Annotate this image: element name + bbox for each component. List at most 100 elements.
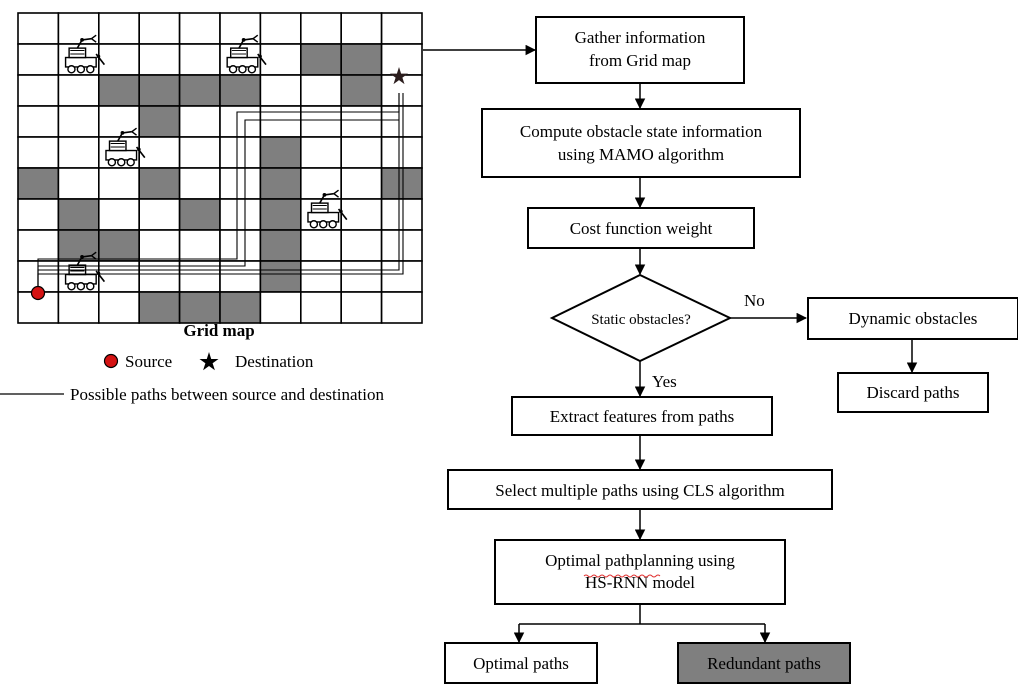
gather-line-1: Gather information <box>575 28 706 47</box>
grid-cell <box>380 229 423 262</box>
grid-cell <box>57 167 100 200</box>
grid-cell <box>259 105 302 138</box>
grid-cell <box>17 12 60 45</box>
grid-cell <box>259 12 302 45</box>
grid-cell <box>340 229 383 262</box>
discard-label: Discard paths <box>866 383 959 402</box>
grid-cell <box>17 43 60 76</box>
grid-cell <box>178 43 221 76</box>
grid-cell <box>340 136 383 169</box>
no-label: No <box>744 291 765 310</box>
grid-cell <box>98 291 141 324</box>
grid-cell <box>299 74 342 107</box>
grid-cell <box>340 105 383 138</box>
grid-cell <box>178 229 221 262</box>
grid-cell-obstacle <box>178 198 221 231</box>
grid-cell <box>178 105 221 138</box>
optimal-paths-box <box>444 642 598 684</box>
grid-cell <box>98 12 141 45</box>
extract-label: Extract features from paths <box>550 407 735 426</box>
grid-cell <box>299 229 342 262</box>
grid-cell <box>259 43 302 76</box>
grid-cell <box>57 105 100 138</box>
grid-cell <box>299 260 342 293</box>
grid-cell <box>219 105 262 138</box>
grid-cell <box>340 198 383 231</box>
flowchart <box>423 16 1018 684</box>
redundant-paths-box <box>677 642 851 684</box>
decision-label: Static obstacles? <box>591 312 691 328</box>
grid-cell <box>138 229 181 262</box>
grid-cell <box>178 12 221 45</box>
grid-cell-obstacle <box>259 198 302 231</box>
gather-box <box>535 16 745 84</box>
grid-cell <box>340 260 383 293</box>
grid-cell-obstacle <box>178 74 221 107</box>
grid-cell <box>380 198 423 231</box>
grid-cell <box>17 198 60 231</box>
grid-cell-obstacle <box>340 74 383 107</box>
grid-cell <box>299 12 342 45</box>
legend-paths-label: Possible paths between source and destin… <box>70 385 384 404</box>
grid-cell <box>259 74 302 107</box>
grid-cell <box>259 291 302 324</box>
grid-cell <box>380 136 423 169</box>
grid-cell <box>219 229 262 262</box>
grid-cell-obstacle <box>17 167 60 200</box>
dynamic-box <box>807 297 1018 340</box>
discard-box <box>837 372 989 413</box>
legend-source-label: Source <box>125 352 172 371</box>
grid-cell <box>98 43 141 76</box>
planning-line-1: Optimal pathplanning using <box>545 551 735 570</box>
grid-cell <box>17 105 60 138</box>
grid-cell <box>138 43 181 76</box>
grid-cell <box>340 167 383 200</box>
grid-cell-obstacle <box>138 105 181 138</box>
yes-label: Yes <box>652 372 677 391</box>
grid-cell-obstacle <box>340 43 383 76</box>
grid-cell <box>380 291 423 324</box>
redundant-paths-label: Redundant paths <box>707 654 821 673</box>
grid-cell-obstacle <box>138 291 181 324</box>
grid-cell <box>178 136 221 169</box>
source-marker <box>30 285 46 301</box>
grid-cell-obstacle <box>98 74 141 107</box>
grid-cell <box>340 291 383 324</box>
grid-cell-obstacle <box>138 167 181 200</box>
compute-line-1: Compute obstacle state information <box>520 122 763 141</box>
grid-cell-obstacle <box>299 43 342 76</box>
grid-cells <box>17 12 423 324</box>
grid-cell-obstacle <box>259 229 302 262</box>
grid-cell <box>340 12 383 45</box>
grid-cell <box>299 136 342 169</box>
grid-map-title: Grid map <box>183 321 254 340</box>
flowchart-labels: Gather information from Grid map Compute… <box>473 28 977 673</box>
grid-paths <box>37 93 404 293</box>
optimal-paths-label: Optimal paths <box>473 654 569 673</box>
grid-cell <box>138 12 181 45</box>
legend: Source Destination Possible paths betwee… <box>0 352 384 404</box>
possible-path-4 <box>37 93 404 293</box>
grid-cell <box>57 136 100 169</box>
grid-cell <box>299 291 342 324</box>
compute-line-2: using MAMO algorithm <box>558 145 724 164</box>
grid-cell <box>299 105 342 138</box>
grid-cell <box>17 74 60 107</box>
grid-cell <box>17 136 60 169</box>
decision-diamond <box>549 273 733 363</box>
cost-label: Cost function weight <box>570 219 713 238</box>
select-box <box>447 469 833 510</box>
grid-cell <box>219 167 262 200</box>
planning-box <box>494 539 786 605</box>
destination-marker <box>390 67 408 85</box>
grid-cell-obstacle <box>98 229 141 262</box>
gather-line-2: from Grid map <box>589 51 691 70</box>
grid-cell-obstacle <box>138 74 181 107</box>
compute-box <box>481 108 801 178</box>
legend-destination-icon <box>199 352 219 371</box>
grid-cell <box>138 136 181 169</box>
dynamic-label: Dynamic obstacles <box>849 309 978 328</box>
cost-box <box>527 207 755 249</box>
grid-cell <box>98 167 141 200</box>
grid-cell <box>380 105 423 138</box>
